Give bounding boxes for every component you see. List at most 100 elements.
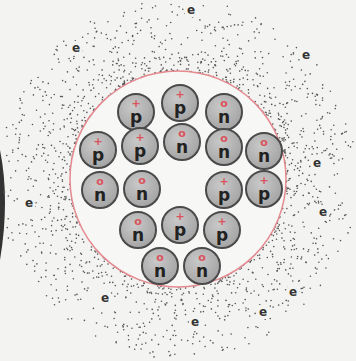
cloud-dot	[242, 302, 244, 304]
cloud-dot	[288, 85, 290, 87]
cloud-dot	[46, 94, 48, 96]
cloud-dot	[325, 221, 327, 223]
cloud-dot	[42, 147, 44, 149]
cloud-dot	[158, 306, 160, 308]
cloud-dot	[19, 122, 21, 124]
cloud-dot	[84, 320, 86, 322]
cloud-dot	[300, 130, 302, 132]
particle-letter: n	[218, 144, 230, 160]
cloud-dot	[55, 189, 57, 191]
cloud-dot	[212, 294, 214, 296]
cloud-dot	[64, 199, 66, 201]
neutron: on	[183, 247, 221, 285]
cloud-dot	[308, 174, 310, 176]
cloud-dot	[215, 312, 217, 314]
cloud-dot	[18, 142, 20, 144]
cloud-dot	[95, 251, 97, 253]
cloud-dot	[300, 183, 302, 185]
cloud-dot	[322, 87, 324, 89]
cloud-dot	[78, 70, 80, 72]
cloud-dot	[304, 184, 306, 186]
cloud-dot	[21, 102, 23, 104]
cloud-dot	[273, 235, 275, 237]
cloud-dot	[86, 42, 88, 44]
cloud-dot	[186, 59, 188, 61]
cloud-dot	[170, 22, 172, 24]
cloud-dot	[159, 318, 161, 320]
cloud-dot	[174, 354, 176, 356]
cloud-dot	[226, 54, 228, 56]
cloud-dot	[69, 250, 71, 252]
cloud-dot	[70, 122, 72, 124]
cloud-dot	[345, 141, 347, 143]
cloud-dot	[12, 149, 14, 151]
cloud-dot	[86, 290, 88, 292]
cloud-dot	[288, 273, 290, 275]
cloud-dot	[201, 32, 203, 34]
cloud-dot	[30, 178, 32, 180]
cloud-dot	[43, 242, 45, 244]
cloud-dot	[58, 206, 60, 208]
cloud-dot	[75, 135, 77, 137]
cloud-dot	[283, 222, 285, 224]
cloud-dot	[283, 127, 285, 129]
cloud-dot	[139, 334, 141, 336]
cloud-dot	[95, 96, 97, 98]
cloud-dot	[196, 30, 198, 32]
cloud-dot	[26, 264, 28, 266]
cloud-dot	[348, 145, 350, 147]
cloud-dot	[94, 257, 96, 259]
cloud-dot	[319, 105, 321, 107]
cloud-dot	[19, 98, 21, 100]
cloud-dot	[93, 64, 95, 66]
cloud-dot	[199, 70, 201, 72]
cloud-dot	[248, 40, 250, 42]
cloud-dot	[249, 315, 251, 317]
cloud-dot	[164, 292, 166, 294]
cloud-dot	[133, 78, 135, 80]
cloud-dot	[72, 213, 74, 215]
cloud-dot	[42, 228, 44, 230]
cloud-dot	[131, 327, 133, 329]
cloud-dot	[33, 156, 35, 158]
cloud-dot	[53, 123, 55, 125]
cloud-dot	[65, 228, 67, 230]
cloud-dot	[87, 287, 89, 289]
cloud-dot	[178, 52, 180, 54]
cloud-dot	[308, 204, 310, 206]
cloud-dot	[320, 118, 322, 120]
cloud-dot	[209, 24, 211, 26]
cloud-dot	[279, 224, 281, 226]
cloud-dot	[41, 251, 43, 253]
cloud-dot	[181, 339, 183, 341]
cloud-dot	[6, 135, 8, 137]
cloud-dot	[88, 82, 90, 84]
cloud-dot	[305, 74, 307, 76]
cloud-dot	[38, 144, 40, 146]
cloud-dot	[193, 310, 195, 312]
cloud-dot	[283, 262, 285, 264]
neutron: on	[141, 247, 179, 285]
cloud-dot	[69, 264, 71, 266]
cloud-dot	[158, 287, 160, 289]
cloud-dot	[278, 114, 280, 116]
cloud-dot	[131, 286, 133, 288]
cloud-dot	[285, 107, 287, 109]
cloud-dot	[323, 150, 325, 152]
cloud-dot	[34, 270, 36, 272]
cloud-dot	[91, 249, 93, 251]
cloud-dot	[187, 68, 189, 70]
cloud-dot	[241, 25, 243, 27]
cloud-dot	[220, 55, 222, 57]
cloud-dot	[239, 84, 241, 86]
cloud-dot	[124, 280, 126, 282]
cloud-dot	[214, 27, 216, 29]
cloud-dot	[272, 289, 274, 291]
charge-sign: o	[220, 134, 228, 144]
charge-sign: +	[131, 99, 140, 109]
cloud-dot	[276, 228, 278, 230]
cloud-dot	[115, 341, 117, 343]
cloud-dot	[196, 333, 198, 335]
cloud-dot	[54, 193, 56, 195]
electron-label: e	[23, 196, 35, 210]
